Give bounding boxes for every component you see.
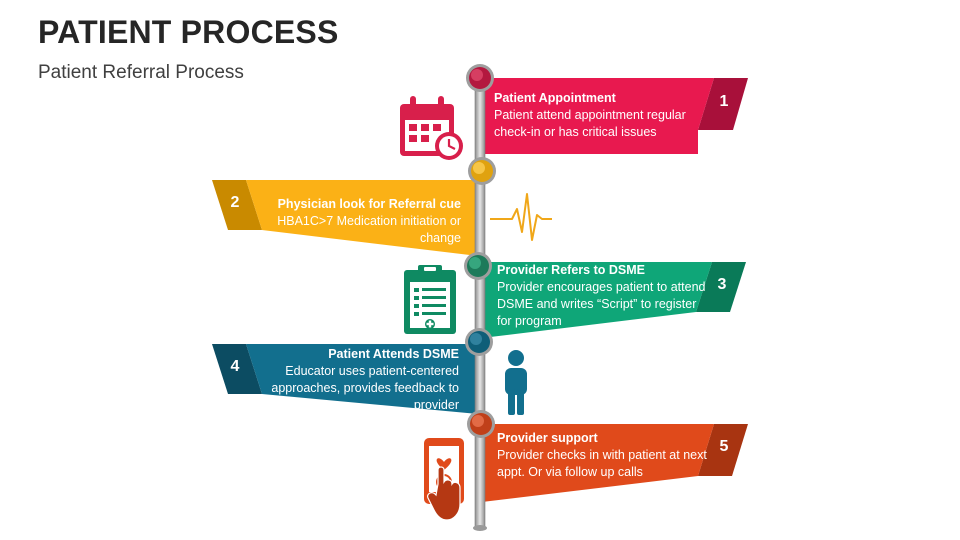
step-3-band [482, 262, 712, 338]
step-5-text: Provider support Provider checks in with… [497, 430, 712, 481]
knob-1 [466, 64, 494, 92]
center-pole [474, 71, 486, 529]
knob-3 [464, 252, 492, 280]
step-1-band [482, 78, 714, 154]
step-4-description: Educator uses patient-centered approache… [271, 364, 459, 412]
step-1-description: Patient attend appointment regular check… [494, 108, 686, 139]
step-1-number-tab [698, 78, 748, 130]
step-4-title: Patient Attends DSME [328, 347, 459, 361]
step-3-description: Provider encourages patient to attend DS… [497, 280, 706, 328]
step-3-text: Provider Refers to DSME Provider encoura… [497, 262, 712, 330]
clipboard-icon [404, 265, 456, 334]
phone-tap-icon [424, 438, 464, 521]
step-2-band [246, 180, 478, 256]
pole-base [473, 525, 487, 531]
step-1-number: 1 [719, 93, 729, 110]
step-5-number: 5 [719, 438, 729, 455]
page-subtitle: Patient Referral Process [38, 62, 244, 83]
step-4-number: 4 [230, 358, 240, 375]
step-1-text: Patient Appointment Patient attend appoi… [494, 90, 709, 141]
heartbeat-icon [490, 193, 552, 241]
step-1-banner [482, 78, 748, 154]
calendar-clock-icon [400, 96, 463, 160]
step-3-number-tab [696, 262, 746, 312]
step-5-number-tab [698, 424, 748, 476]
person-icon [505, 350, 527, 415]
step-4-text: Patient Attends DSME Educator uses patie… [244, 346, 459, 414]
knob-5 [467, 410, 495, 438]
step-1-title: Patient Appointment [494, 91, 616, 105]
step-3-number: 3 [717, 276, 727, 293]
step-2-number: 2 [230, 194, 240, 211]
page-title: PATIENT PROCESS [38, 14, 339, 50]
step-5-title: Provider support [497, 431, 598, 445]
step-5-banner [482, 424, 748, 502]
step-2-banner [212, 180, 478, 256]
step-2-number-tab [212, 180, 262, 230]
step-2-description: HBA1C>7 Medication initiation or change [277, 214, 461, 245]
step-3-title: Provider Refers to DSME [497, 263, 645, 277]
step-2-text: Physician look for Referral cue HBA1C>7 … [246, 196, 461, 247]
step-4-band [246, 344, 478, 414]
step-5-description: Provider checks in with patient at next … [497, 448, 707, 479]
step-4-banner [212, 344, 478, 414]
step-5-band [482, 424, 714, 502]
knob-2 [468, 157, 496, 185]
step-4-number-tab [212, 344, 262, 394]
knob-4 [465, 328, 493, 356]
step-2-title: Physician look for Referral cue [277, 197, 461, 211]
step-3-banner [482, 262, 746, 338]
